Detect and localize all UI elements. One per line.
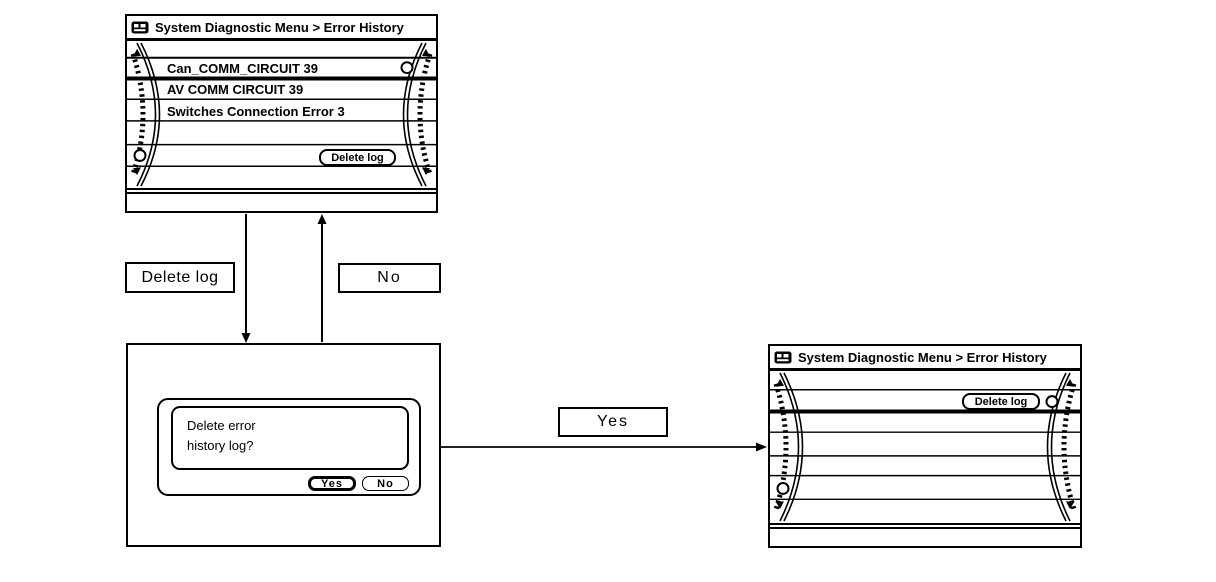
scroll-down-arrow-icon	[422, 167, 430, 176]
screen-title-bar: System Diagnostic Menu > Error History	[770, 346, 1080, 371]
confirm-message-line2: history log?	[187, 438, 254, 454]
display-icon	[774, 351, 792, 363]
transition-label-no: No	[338, 263, 441, 293]
confirm-message: Delete error history log?	[171, 406, 409, 470]
scroll-up-arrow-icon	[1066, 378, 1074, 387]
error-list-item[interactable]: AV COMM CIRCUIT 39	[167, 82, 304, 97]
screen-title-bar: System Diagnostic Menu > Error History	[127, 16, 436, 41]
knob-indicator-icon	[133, 149, 147, 162]
right-tick-scale-icon	[417, 53, 433, 175]
transition-label-yes: Yes	[558, 407, 668, 437]
screen-title: System Diagnostic Menu > Error History	[798, 349, 1047, 365]
scroll-up-arrow-icon	[776, 378, 784, 387]
arrow-up-icon	[317, 214, 327, 224]
arrow-right-icon	[756, 442, 767, 452]
confirm-dialog: Delete error history log? Yes No	[157, 398, 421, 496]
yes-button[interactable]: Yes	[308, 476, 356, 491]
screen-bezel-decoration	[127, 42, 436, 187]
knob-indicator-icon	[400, 61, 414, 75]
knob-indicator-icon	[776, 482, 790, 495]
error-list-item[interactable]: Switches Connection Error 3	[167, 103, 345, 119]
right-tick-scale-icon	[1061, 383, 1077, 510]
arrow-down-icon	[241, 333, 251, 343]
delete-log-button[interactable]: Delete log	[319, 149, 396, 166]
scroll-down-arrow-icon	[776, 501, 784, 510]
left-tick-scale-icon	[773, 383, 789, 510]
scroll-down-arrow-icon	[1066, 501, 1074, 510]
screen-status-bar	[770, 527, 1080, 546]
confirm-message-line1: Delete error	[187, 418, 256, 433]
screen-display-area: Delete log	[770, 371, 1080, 525]
scroll-up-arrow-icon	[422, 48, 430, 57]
screen-status-bar	[127, 192, 436, 211]
transition-label-delete-log: Delete log	[125, 262, 235, 293]
knob-indicator-icon	[1045, 395, 1059, 409]
display-icon	[131, 21, 149, 33]
screen-error-history-before: System Diagnostic Menu > Error History	[125, 14, 438, 213]
error-list-item-selected[interactable]: Can_COMM_CIRCUIT 39	[167, 61, 318, 76]
no-button[interactable]: No	[362, 476, 409, 491]
screen-display-area: Can_COMM_CIRCUIT 39 AV COMM CIRCUIT 39 S…	[127, 41, 436, 190]
screen-delete-confirm: Delete error history log? Yes No	[126, 343, 441, 547]
screen-error-history-after: System Diagnostic Menu > Error History	[768, 344, 1082, 548]
scroll-up-arrow-icon	[133, 48, 141, 57]
screen-bezel-decoration	[770, 372, 1080, 522]
delete-log-button[interactable]: Delete log	[962, 393, 1040, 410]
scroll-down-arrow-icon	[133, 167, 141, 176]
screen-title: System Diagnostic Menu > Error History	[155, 19, 404, 35]
